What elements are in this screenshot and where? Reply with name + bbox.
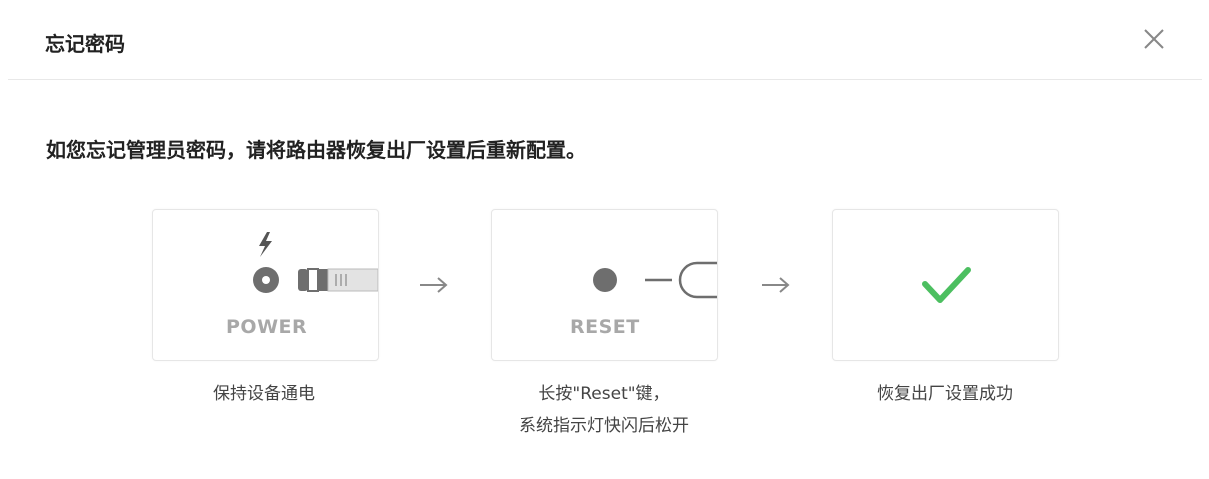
- power-label: POWER: [226, 316, 308, 338]
- power-port-icon: [253, 232, 378, 293]
- checkmark-icon: [922, 267, 971, 303]
- instruction-text: 如您忘记管理员密码，请将路由器恢复出厂设置后重新配置。: [46, 138, 586, 162]
- close-icon: [1144, 29, 1164, 49]
- caption-line: 长按"Reset"键，: [538, 384, 670, 404]
- dialog-title: 忘记密码: [45, 32, 125, 56]
- step-caption-success: 恢复出厂设置成功: [815, 378, 1075, 410]
- step-card-reset: RESET: [491, 209, 718, 361]
- step-card-success: [832, 209, 1059, 361]
- dialog-header: 忘记密码: [8, 0, 1202, 80]
- reset-label: RESET: [570, 316, 640, 338]
- step-card-power: POWER: [152, 209, 379, 361]
- caption-line: 保持设备通电: [213, 384, 315, 404]
- close-button[interactable]: [1141, 26, 1167, 52]
- caption-line: 恢复出厂设置成功: [877, 384, 1013, 404]
- caption-line: 系统指示灯快闪后松开: [519, 416, 689, 436]
- reset-button-icon: [593, 261, 717, 299]
- step-caption-power: 保持设备通电: [134, 378, 394, 410]
- arrow-right-icon: [762, 277, 790, 293]
- arrow-right-icon: [420, 277, 448, 293]
- step-caption-reset: 长按"Reset"键， 系统指示灯快闪后松开: [474, 378, 734, 442]
